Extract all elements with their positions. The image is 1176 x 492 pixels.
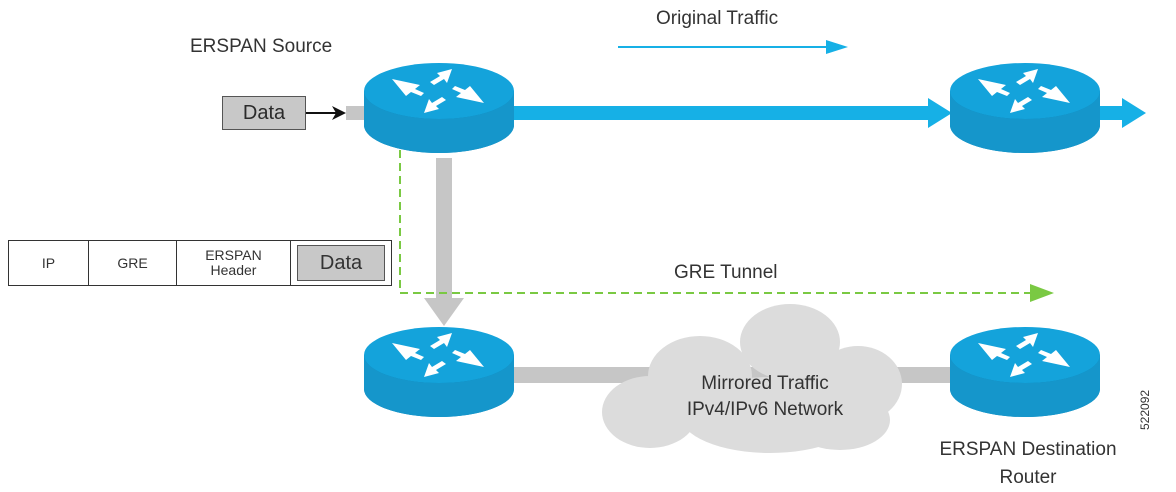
router-icon-mirror bbox=[364, 327, 514, 417]
erspan-packet: IP GRE ERSPAN Header Data bbox=[8, 240, 392, 286]
packet-erspan-line2: Header bbox=[210, 262, 257, 278]
traffic-arrow bbox=[510, 98, 1146, 128]
original-traffic-label: Original Traffic bbox=[656, 8, 779, 29]
router-icon-remote bbox=[950, 63, 1100, 153]
mirror-arrow bbox=[424, 158, 464, 326]
data-in-arrow bbox=[306, 106, 368, 120]
data-box: Data bbox=[222, 96, 306, 130]
packet-erspan-line1: ERSPAN bbox=[205, 247, 262, 263]
erspan-destination-label: ERSPAN Destination Router bbox=[910, 436, 1146, 492]
packet-erspan-header-field: ERSPAN Header bbox=[177, 241, 291, 285]
gre-tunnel-line bbox=[399, 150, 1054, 302]
destination-label-line2: Router bbox=[999, 467, 1057, 488]
cloud-icon bbox=[602, 304, 902, 453]
erspan-source-label: ERSPAN Source bbox=[190, 36, 333, 57]
original-traffic-arrow bbox=[618, 40, 848, 54]
packet-gre-field: GRE bbox=[89, 241, 177, 285]
cloud-label-line1: Mirrored Traffic bbox=[701, 373, 829, 394]
cloud-label-line2: IPv4/IPv6 Network bbox=[686, 399, 844, 420]
packet-data-box: Data bbox=[297, 245, 385, 281]
destination-label-line1: ERSPAN Destination bbox=[939, 439, 1117, 460]
gre-tunnel-label: GRE Tunnel bbox=[674, 262, 778, 283]
packet-ip-field: IP bbox=[9, 241, 89, 285]
figure-id: 522092 bbox=[1138, 389, 1152, 430]
router-icon-source bbox=[364, 63, 514, 153]
cloud-label: Mirrored Traffic IPv4/IPv6 Network bbox=[640, 371, 890, 423]
packet-data-field: Data bbox=[291, 241, 391, 285]
router-icon-destination bbox=[950, 327, 1100, 417]
